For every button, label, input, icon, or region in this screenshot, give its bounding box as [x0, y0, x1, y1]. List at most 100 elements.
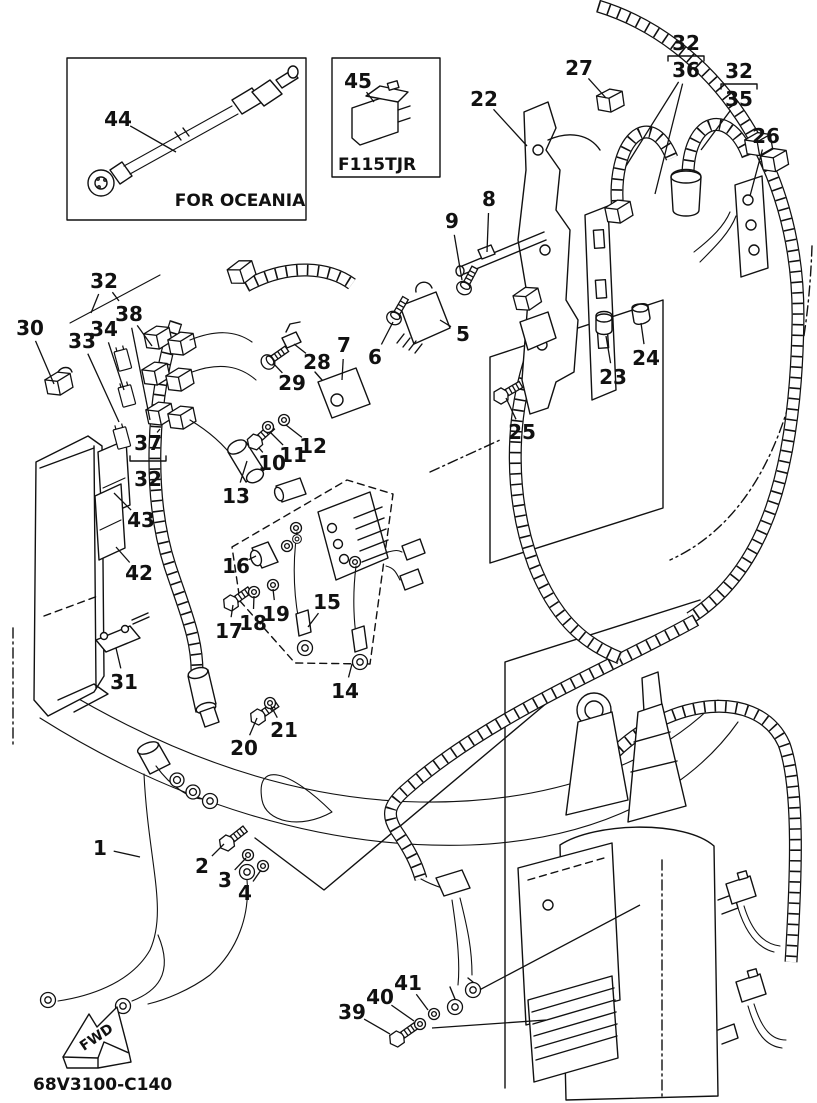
leader-line	[136, 325, 153, 347]
leader-line	[654, 83, 684, 195]
left-cover-panel	[33, 366, 150, 717]
washer-3	[241, 848, 255, 862]
bolt-17	[219, 583, 255, 614]
starter-relay-7	[317, 367, 371, 419]
leader-line	[113, 492, 132, 511]
harness-drop	[385, 869, 482, 1050]
pad-42	[94, 483, 126, 561]
inset-caption-relay-model: F115TJR	[338, 155, 416, 175]
leader-line	[347, 663, 353, 678]
leader-line	[269, 431, 284, 446]
washer-21	[263, 696, 277, 710]
centerline-arc	[669, 245, 813, 561]
callout-42: 42	[125, 561, 153, 585]
panel-outline-engine	[504, 599, 701, 1089]
washer-11	[261, 420, 275, 434]
group-32-rail	[69, 274, 161, 324]
washer-41	[427, 1007, 441, 1021]
junction-subassembly	[249, 491, 426, 671]
leader-line	[365, 91, 375, 103]
leader-line	[248, 555, 257, 561]
cable-hairpin	[260, 774, 333, 823]
leader-line	[129, 125, 177, 153]
left-harness-probe	[187, 666, 220, 728]
callout-layer: 1234567891011121314151617181920212223242…	[16, 31, 780, 1035]
leader-line	[272, 362, 283, 374]
leader-line	[211, 843, 225, 857]
leader-line	[113, 850, 141, 858]
relay-5	[399, 291, 451, 345]
leader-line	[252, 595, 255, 610]
callout-14: 14	[331, 679, 359, 703]
pigtail-connectors	[725, 870, 787, 1049]
leader-line	[111, 291, 120, 302]
callout-44: 44	[104, 107, 132, 131]
leader-line	[380, 321, 394, 345]
callout-23: 23	[599, 365, 627, 389]
inset-box-oceania: FOR OCEANIA	[66, 57, 307, 221]
callout-16: 16	[222, 554, 250, 578]
callout-31: 31	[110, 670, 138, 694]
callout-39: 39	[338, 1000, 366, 1024]
callout-15: 15	[313, 590, 341, 614]
leader-line	[272, 588, 275, 601]
inset-caption-oceania: FOR OCEANIA	[175, 191, 306, 211]
callout-11: 11	[279, 443, 307, 467]
callout-29: 29	[278, 371, 306, 395]
upper-right-components	[595, 129, 791, 336]
callout-9: 9	[445, 209, 459, 233]
panel-corner-lower	[254, 701, 549, 891]
leader-line	[156, 428, 161, 433]
group-bracket	[720, 83, 758, 90]
battery-leads	[39, 696, 282, 1015]
leader-line	[439, 319, 452, 328]
callout-34: 34	[90, 317, 118, 341]
leader-line	[363, 1018, 391, 1035]
washer-4	[256, 859, 270, 873]
callout-26: 26	[752, 124, 780, 148]
leader-line	[230, 604, 234, 618]
leader-line	[453, 234, 463, 281]
callout-6: 6	[368, 345, 382, 369]
callout-38: 38	[115, 302, 143, 326]
leader-line	[505, 397, 517, 420]
engine-block	[431, 671, 739, 1101]
leader-line	[493, 108, 528, 147]
washer-19	[266, 578, 280, 592]
callout-22: 22	[470, 87, 498, 111]
lead-wire-15b	[351, 653, 369, 671]
callout-32: 32	[90, 269, 118, 293]
mid-components	[225, 256, 557, 503]
lead-wire-15a	[296, 639, 314, 657]
leader-line	[249, 717, 258, 736]
clamp-31	[95, 625, 141, 653]
leader-line	[34, 340, 55, 385]
leader-line	[234, 857, 247, 871]
callout-32: 32	[672, 31, 700, 55]
bolt-2	[215, 822, 251, 855]
group-bracket	[129, 455, 167, 462]
callout-35: 35	[725, 87, 753, 111]
leader-line	[107, 342, 125, 391]
callout-1: 1	[93, 836, 107, 860]
callout-7: 7	[337, 333, 351, 357]
inset-box-relay-model: F115TJR	[331, 57, 441, 178]
callout-12: 12	[299, 434, 327, 458]
callout-45: 45	[344, 69, 372, 93]
leader-line	[115, 647, 122, 669]
callout-2: 2	[195, 854, 209, 878]
callout-18: 18	[239, 611, 267, 635]
leader-line	[293, 343, 307, 354]
callout-17: 17	[215, 619, 243, 643]
leader-line	[131, 327, 151, 421]
callout-13: 13	[222, 484, 250, 508]
leader-line	[87, 353, 120, 423]
leader-line	[605, 335, 612, 364]
leader-line	[258, 447, 264, 453]
callout-36: 36	[672, 58, 700, 82]
callout-27: 27	[565, 56, 593, 80]
leader-line	[640, 322, 645, 345]
leader-line	[90, 293, 100, 314]
